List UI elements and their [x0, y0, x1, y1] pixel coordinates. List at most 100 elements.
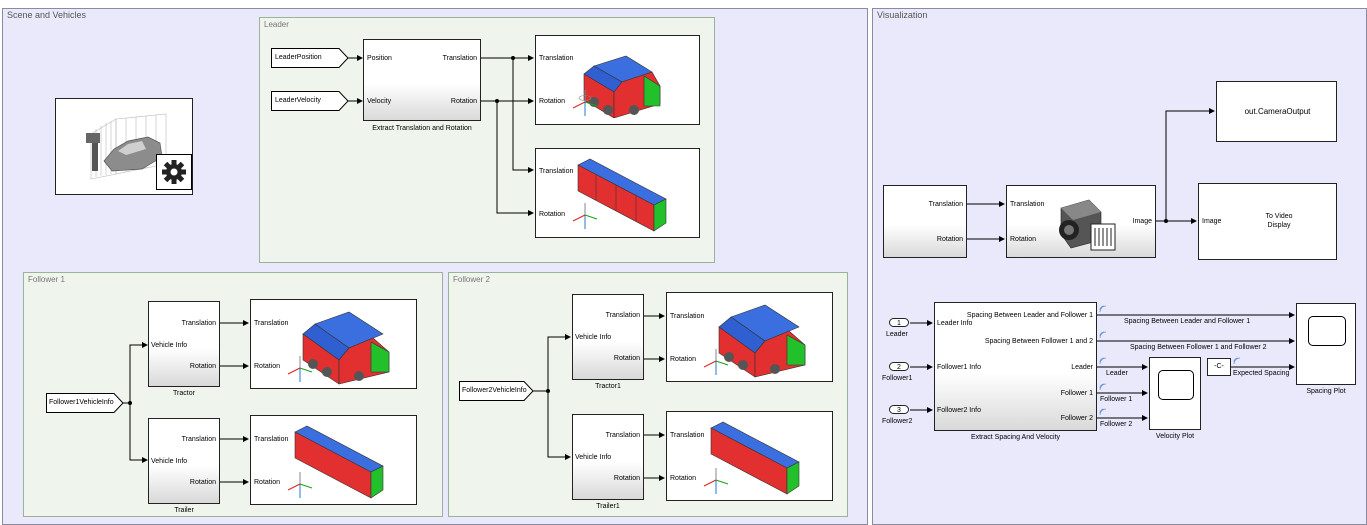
visualization-area-title: Visualization [877, 10, 928, 20]
axes-triad-icon [703, 468, 729, 494]
follower2-trailer-vehicle-block[interactable]: Translation Rotation [666, 411, 833, 501]
extract-spacing-velocity-block[interactable]: Leader Info Follower1 Info Follower2 Inf… [934, 302, 1097, 431]
velocity-plot-caption: Velocity Plot [1155, 433, 1195, 440]
follower1-tractor-vehicle-block[interactable]: Translation Rotation [250, 299, 417, 389]
inport-leader[interactable]: 1 [889, 318, 909, 327]
follower2-tractor-vehicle-block[interactable]: Translation Rotation [666, 292, 833, 382]
gear-icon [156, 154, 192, 190]
expected-spacing-constant[interactable]: -C- [1207, 358, 1231, 376]
trailer-icon [577, 158, 667, 232]
extract-translation-rotation-block[interactable]: Position Velocity Translation Rotation [363, 39, 481, 121]
f1-vis-trailer-rotation: Rotation [254, 479, 281, 486]
f1-trailer-out-rotation: Rotation [189, 479, 216, 486]
signal-label-leader: Leader [1106, 370, 1128, 377]
axes-triad-icon [572, 203, 598, 229]
truck-tractor-icon [718, 304, 806, 378]
inport-leader-name: Leader [886, 331, 908, 338]
f2-vis-trailer-translation: Translation [670, 432, 705, 439]
camera-in-rotation: Rotation [1010, 236, 1037, 243]
f1-trailer-in: Vehicle Info [151, 458, 188, 465]
viz-src-translation: Translation [928, 201, 963, 208]
inport-follower1[interactable]: 2 [889, 362, 909, 371]
f2-tractor-in: Vehicle Info [575, 334, 612, 341]
leader-trailer-vehicle-block[interactable]: Translation Rotation [535, 148, 700, 238]
axes-triad-icon [572, 90, 598, 116]
simulation-camera-block[interactable]: Translation Rotation Image [1006, 185, 1156, 258]
leader-trailer-in-translation: Translation [539, 168, 574, 175]
scope-screen-icon [1308, 316, 1346, 346]
trailer-icon [294, 425, 384, 499]
leader-velocity-from-block[interactable] [271, 91, 349, 111]
f2-tractor-out-rotation: Rotation [613, 355, 640, 362]
scene-configuration-block[interactable] [55, 98, 193, 195]
follower1-trailer-vehicle-block[interactable]: Translation Rotation [250, 415, 417, 505]
video-in-image: Image [1202, 218, 1222, 225]
follower2-area-title: Follower 2 [453, 275, 490, 284]
follower1-area-title: Follower 1 [28, 275, 65, 284]
axes-triad-icon [287, 356, 313, 382]
camera-source-block[interactable]: Translation Rotation [883, 185, 967, 258]
f2-tractor-caption: Tractor1 [595, 383, 621, 390]
f1-tractor-out-rotation: Rotation [189, 363, 216, 370]
video-title: To Video Display [1265, 213, 1293, 229]
spacing-out-f2: Follower 2 [1060, 415, 1093, 422]
follower2-trailer-block[interactable]: Vehicle Info Translation Rotation [572, 414, 644, 500]
follower2-tractor-block[interactable]: Vehicle Info Translation Rotation [572, 294, 644, 380]
parking-scene-icon [86, 113, 167, 180]
to-workspace-label: out.CameraOutput [1244, 107, 1311, 116]
leader-position-from-block[interactable] [271, 48, 349, 68]
velocity-plot-scope[interactable] [1149, 357, 1201, 430]
f1-tractor-in: Vehicle Info [151, 342, 188, 349]
follower1-info-from-block[interactable] [46, 393, 124, 413]
spacing-out-2: Spacing Between Follower 1 and 2 [984, 338, 1093, 345]
leader-tractor-vehicle-block[interactable]: Translation Rotation [535, 35, 700, 125]
leader-area-title: Leader [264, 20, 289, 29]
signal-label-expected-spacing: Expected Spacing [1233, 370, 1290, 377]
follower2-info-from-block[interactable] [459, 381, 534, 401]
inport-follower2[interactable]: 3 [889, 405, 909, 414]
spacing-caption: Extract Spacing And Velocity [970, 434, 1061, 441]
viz-src-rotation: Rotation [936, 236, 963, 243]
follower1-tractor-block[interactable]: Vehicle Info Translation Rotation [148, 301, 220, 387]
spacing-out-f1: Follower 1 [1060, 390, 1093, 397]
follower1-trailer-block[interactable]: Vehicle Info Translation Rotation [148, 418, 220, 504]
f2-vis-tractor-translation: Translation [670, 313, 705, 320]
follower1-info-label: Follower1VehicleInfo [49, 399, 114, 406]
signal-label-follower1: Follower 1 [1100, 396, 1133, 403]
f2-tractor-out-translation: Translation [605, 312, 640, 319]
leader-trailer-in-rotation: Rotation [539, 211, 566, 218]
signal-label-spacing-1: Spacing Between Leader and Follower 1 [1124, 318, 1251, 325]
f2-vis-tractor-rotation: Rotation [670, 356, 697, 363]
spacing-in-leader: Leader Info [937, 320, 973, 327]
signal-label-spacing-2: Spacing Between Follower 1 and Follower … [1130, 344, 1267, 351]
signal-label-follower2: Follower 2 [1100, 421, 1133, 428]
f2-trailer-caption: Trailer1 [596, 503, 620, 510]
spacing-in-f1: Follower1 Info [937, 364, 981, 371]
inport-follower1-name: Follower1 [882, 375, 913, 382]
f1-vis-trailer-translation: Translation [254, 436, 289, 443]
leader-tractor-in-rotation: Rotation [539, 98, 566, 105]
to-video-display-block[interactable]: Image To Video Display [1198, 183, 1337, 260]
f1-tractor-caption: Tractor [173, 390, 195, 397]
inport-follower2-name: Follower2 [882, 418, 913, 425]
scene-area-title: Scene and Vehicles [7, 10, 87, 20]
axes-triad-icon [703, 349, 729, 375]
extract-caption: Extract Translation and Rotation [372, 125, 472, 132]
camera-in-translation: Translation [1010, 201, 1045, 208]
f1-trailer-caption: Trailer [174, 507, 194, 514]
spacing-out-leader: Leader [1071, 364, 1093, 371]
follower2-info-label: Follower2VehicleInfo [462, 387, 527, 394]
leader-tractor-in-translation: Translation [539, 55, 574, 62]
f2-trailer-out-translation: Translation [605, 432, 640, 439]
leader-position-label: LeaderPosition [275, 54, 322, 61]
f1-vis-tractor-translation: Translation [254, 320, 289, 327]
extract-out-rotation: Rotation [450, 98, 477, 105]
to-workspace-camera-output[interactable]: out.CameraOutput [1216, 81, 1337, 142]
truck-tractor-icon [302, 311, 390, 385]
extract-in-velocity: Velocity [367, 98, 392, 105]
spacing-plot-caption: Spacing Plot [1306, 388, 1346, 395]
spacing-plot-scope[interactable] [1296, 303, 1356, 385]
spacing-out-1: Spacing Between Leader and Follower 1 [966, 312, 1093, 319]
f1-vis-tractor-rotation: Rotation [254, 363, 281, 370]
